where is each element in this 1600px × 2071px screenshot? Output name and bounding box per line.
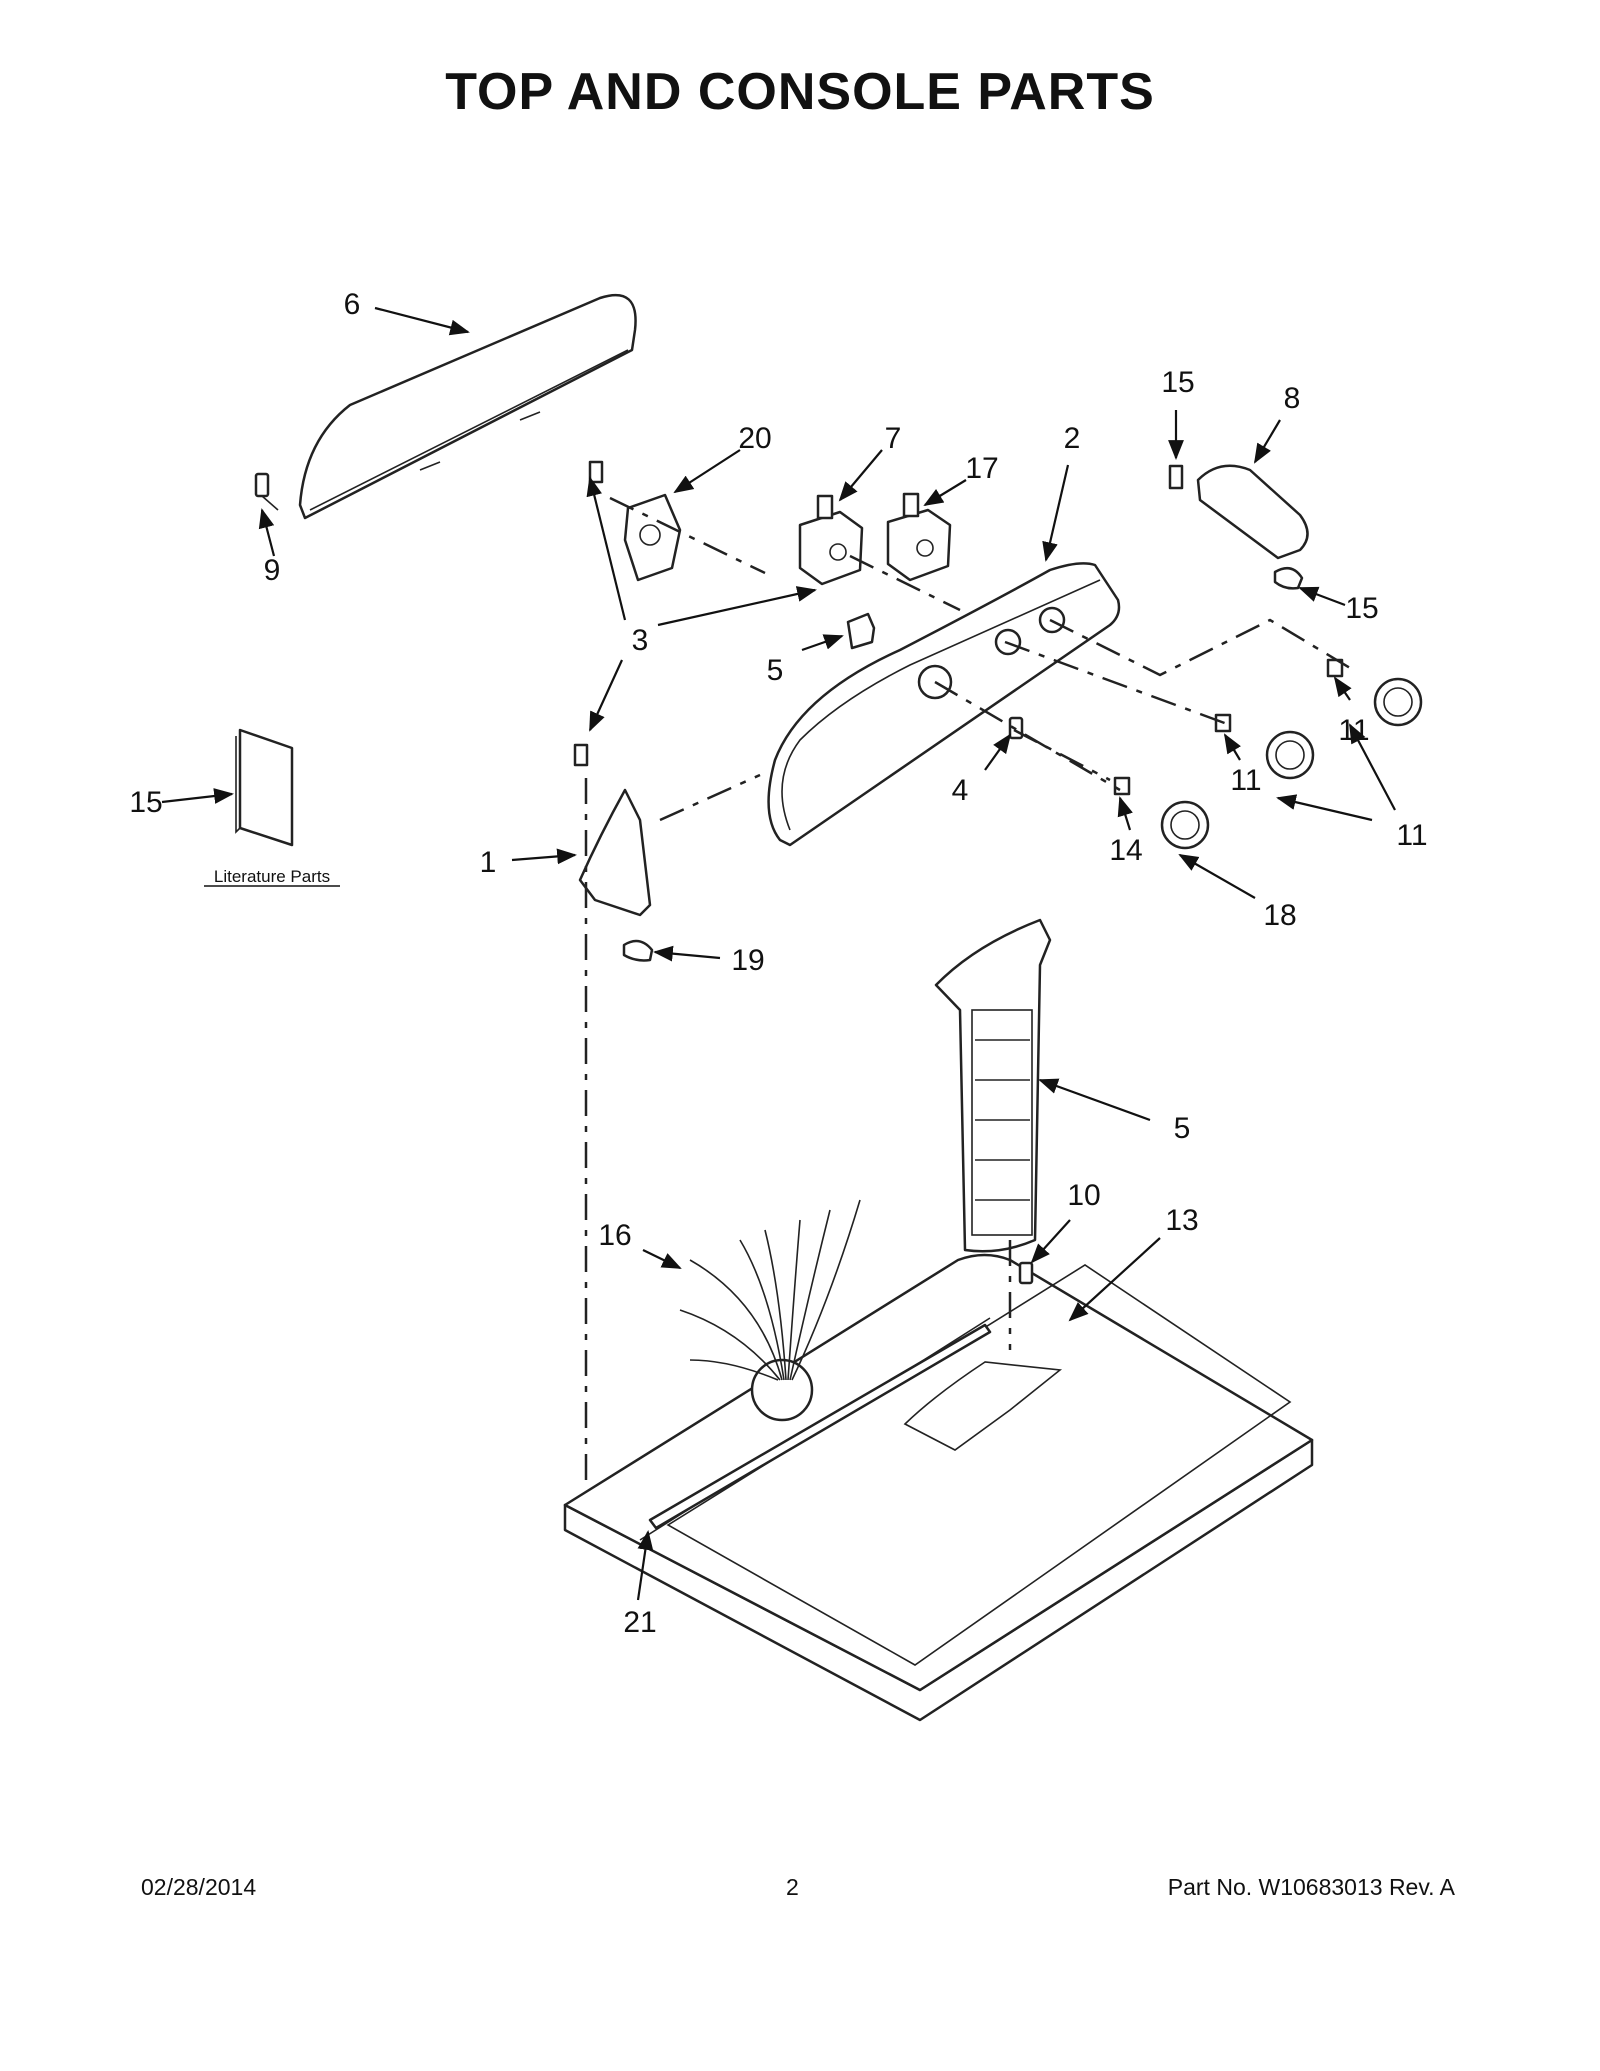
footer-page-number: 2 bbox=[786, 1874, 799, 1900]
callout-17: 17 bbox=[965, 452, 998, 485]
screw-9 bbox=[254, 472, 279, 511]
footer-part-number: Part No. W10683013 Rev. A bbox=[1167, 1874, 1455, 1900]
callout-11-b: 11 bbox=[1230, 764, 1261, 797]
callout-20: 20 bbox=[738, 422, 771, 455]
callout-5-left: 19 bbox=[731, 944, 764, 977]
literature-booklet bbox=[235, 728, 294, 847]
switch-7 bbox=[798, 494, 864, 586]
callout-15-right: 15 bbox=[1161, 366, 1194, 399]
knob-18-a bbox=[1214, 713, 1315, 780]
rear-console-panel bbox=[298, 293, 637, 520]
callout-14: 4 bbox=[952, 774, 969, 807]
callout-11-a: 14 bbox=[1109, 834, 1142, 867]
callout-10: 5 bbox=[1174, 1112, 1191, 1145]
callout-4: 1 bbox=[480, 846, 497, 879]
switch-17 bbox=[886, 492, 952, 582]
callout-12: 21 bbox=[623, 1606, 656, 1639]
knob-18-b bbox=[1326, 658, 1423, 727]
callout-7: 7 bbox=[885, 422, 902, 455]
literature-parts-label: Literature Parts bbox=[214, 867, 330, 886]
callout-11-c: 11 bbox=[1338, 714, 1369, 747]
callout-15-left: 3 bbox=[632, 624, 649, 657]
strip-12 bbox=[648, 1323, 992, 1530]
assembly-dashed-lines bbox=[584, 496, 1351, 1480]
clip-5-right bbox=[1273, 566, 1304, 590]
callout-16: 13 bbox=[1165, 1204, 1198, 1237]
callout-2: 2 bbox=[1064, 422, 1081, 455]
callout-5-right: 15 bbox=[1345, 592, 1378, 625]
end-cap-right bbox=[1168, 464, 1309, 560]
timer-20 bbox=[588, 460, 682, 582]
callout-19: 18 bbox=[1263, 899, 1296, 932]
bracket-3 bbox=[846, 612, 876, 650]
callout-8: 8 bbox=[1284, 382, 1301, 415]
top-panel bbox=[563, 1253, 1314, 1722]
clip-5-left bbox=[622, 939, 654, 962]
footer-date: 02/28/2014 bbox=[141, 1874, 257, 1900]
page-title: TOP AND CONSOLE PARTS bbox=[445, 63, 1155, 121]
callout-13: 10 bbox=[1067, 1179, 1100, 1212]
callout-numbers: 6 9 20 7 17 2 15 8 15 5 3 15 1 4 14 11 1… bbox=[129, 288, 1427, 1639]
end-cap-left bbox=[573, 743, 652, 917]
callout-21: 16 bbox=[598, 1219, 631, 1252]
lint-screen bbox=[934, 918, 1052, 1253]
callout-9: 9 bbox=[264, 554, 281, 587]
leader-arrows bbox=[161, 306, 1396, 1601]
callout-1: 15 bbox=[129, 786, 162, 819]
callout-18: 11 bbox=[1396, 819, 1427, 852]
callout-3: 5 bbox=[767, 654, 784, 687]
wire-harness bbox=[679, 1199, 861, 1381]
callout-6: 6 bbox=[344, 288, 361, 321]
console-panel bbox=[767, 562, 1121, 847]
screw-13 bbox=[1018, 1261, 1034, 1285]
knob-19 bbox=[1113, 776, 1210, 850]
